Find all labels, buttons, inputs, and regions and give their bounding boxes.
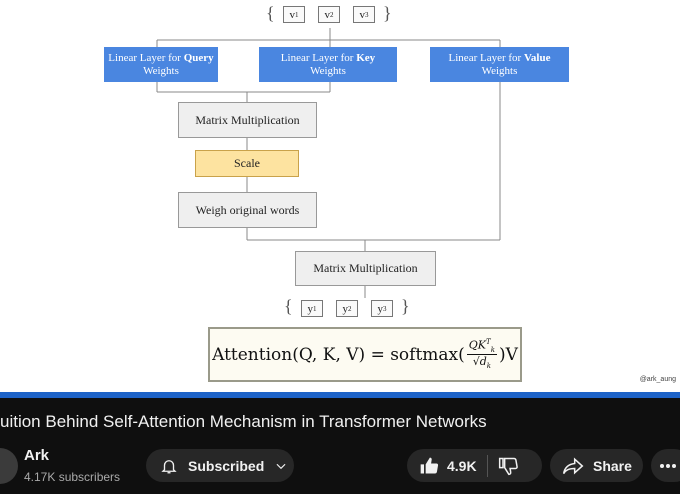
input-brace-left: { bbox=[266, 3, 275, 23]
like-button[interactable]: 4.9K bbox=[419, 456, 477, 476]
chevron-down-icon bbox=[274, 459, 288, 473]
thumbs-down-icon bbox=[498, 457, 518, 475]
like-separator bbox=[486, 454, 488, 477]
matmul-top-box: Matrix Multiplication bbox=[178, 102, 317, 138]
channel-avatar[interactable] bbox=[0, 448, 18, 484]
credit-watermark: @ark_aung bbox=[639, 376, 676, 383]
diagram-connectors bbox=[156, 28, 501, 298]
input-brace-right: } bbox=[383, 3, 392, 23]
dislike-button[interactable] bbox=[498, 456, 518, 476]
output-brace-left: { bbox=[284, 296, 293, 316]
thumbs-up-icon bbox=[419, 456, 439, 476]
more-horizontal-icon bbox=[659, 463, 677, 469]
share-button[interactable]: Share bbox=[550, 449, 643, 482]
share-label: Share bbox=[593, 457, 632, 474]
output-brace-right: } bbox=[401, 296, 410, 316]
subscribe-button[interactable]: Subscribed bbox=[146, 449, 294, 482]
video-title: uition Behind Self-Attention Mechanism i… bbox=[0, 412, 487, 431]
like-count: 4.9K bbox=[447, 457, 477, 474]
subscribe-label: Subscribed bbox=[188, 457, 265, 474]
weigh-box: Weigh original words bbox=[178, 192, 317, 228]
share-icon bbox=[562, 457, 584, 475]
channel-name[interactable]: Ark bbox=[24, 447, 50, 464]
scale-box: Scale bbox=[195, 150, 299, 177]
more-actions-button[interactable] bbox=[651, 449, 680, 482]
subscriber-count: 4.17K subscribers bbox=[24, 470, 121, 484]
matmul-bottom-box: Matrix Multiplication bbox=[295, 251, 436, 286]
attention-formula: Attention(Q, K, V) = softmax( QKTk √dk )… bbox=[208, 327, 522, 382]
bell-icon bbox=[160, 457, 178, 475]
video-progress-bar[interactable] bbox=[0, 392, 680, 398]
like-dislike-group: 4.9K bbox=[407, 449, 542, 482]
